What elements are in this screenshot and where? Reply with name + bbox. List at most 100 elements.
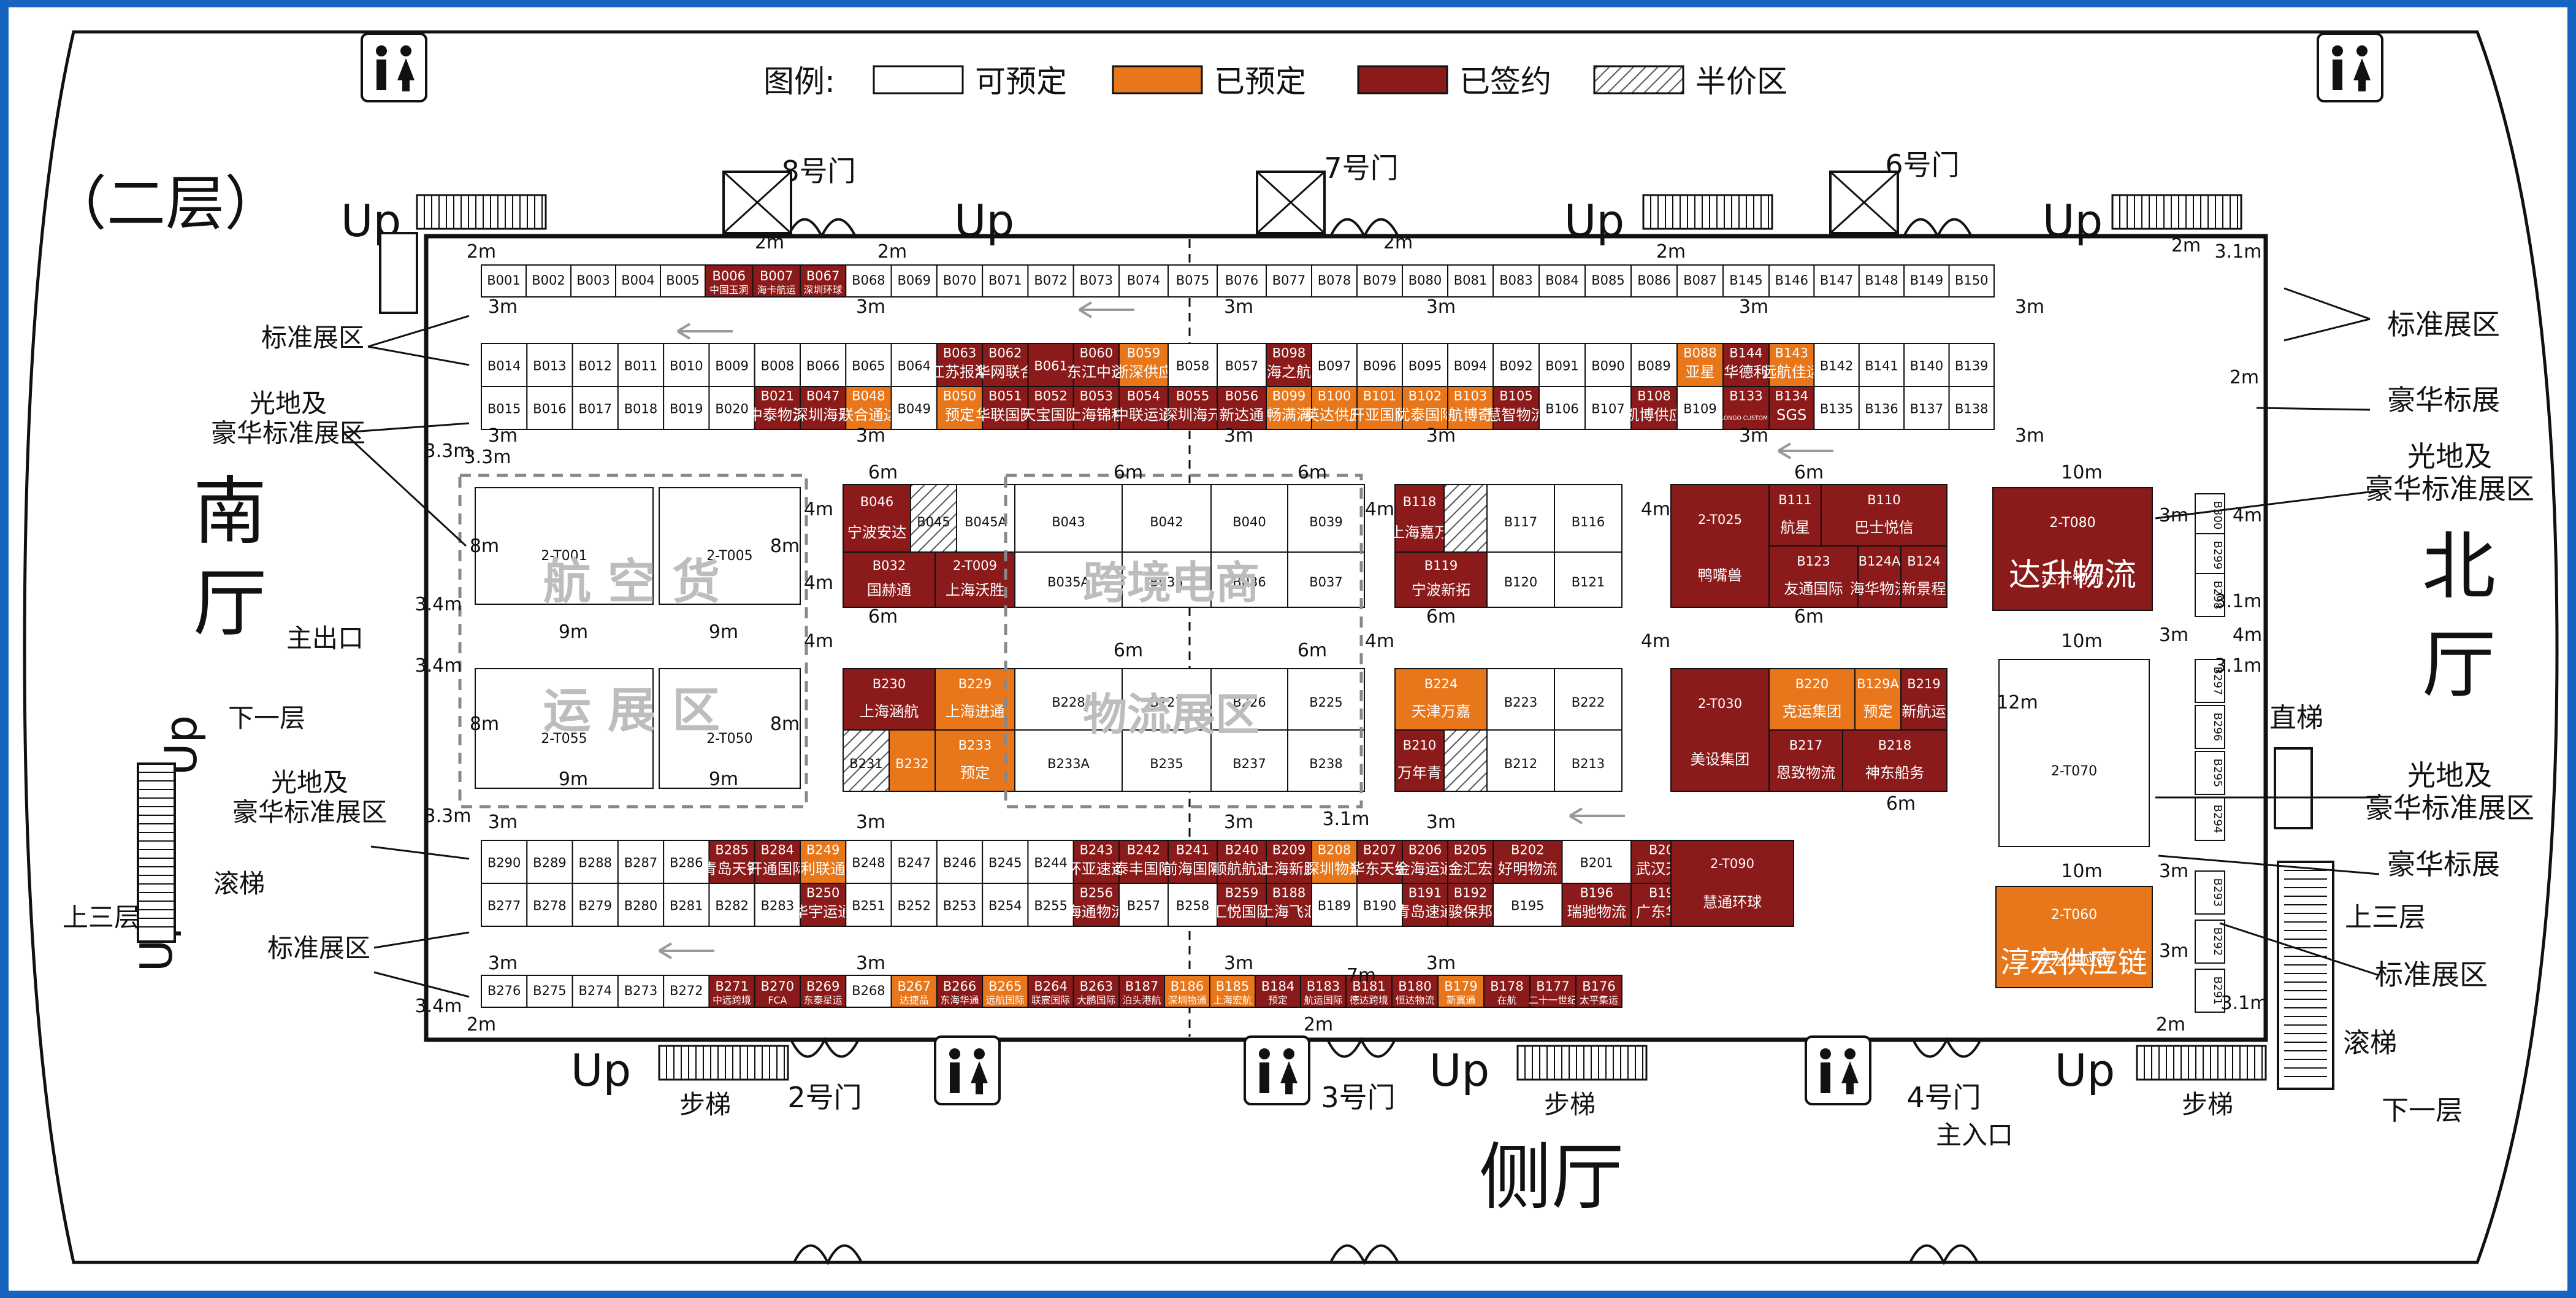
booth-id-B251: B251 (852, 898, 885, 913)
booth-id-B050: B050 (943, 388, 977, 403)
booth-B195 (1492, 883, 1563, 927)
booth-id-B269: B269 (806, 979, 840, 994)
booth-id-B232: B232 (895, 756, 929, 771)
booth-id-B070: B070 (943, 273, 977, 288)
dimension-62: 10m (2061, 462, 2102, 483)
booth-id-B252: B252 (897, 898, 931, 913)
booth-id-B061: B061 (1034, 358, 1068, 373)
booth-B110 (1821, 484, 1947, 547)
booth-B075 (1168, 264, 1218, 298)
restroom-icon-female-body-3 (1280, 1061, 1298, 1094)
booth-B148 (1858, 264, 1905, 298)
booth-id-B035: B035 (1150, 575, 1183, 589)
freight-lift-x-1 (1256, 171, 1326, 234)
booth-B276 (481, 975, 528, 1008)
booth-B085 (1584, 264, 1632, 298)
booth-B055 (1168, 386, 1218, 430)
booth-B210 (1394, 729, 1445, 792)
booth-id-B287: B287 (624, 855, 658, 870)
legend-swatch-available (873, 65, 964, 94)
booth-B013 (526, 343, 573, 387)
booth-name-2-T090: 慧通环球 (1703, 894, 1762, 911)
booth-name-B220: 克运集团 (1783, 703, 1842, 720)
booth-id-B176: B176 (1582, 979, 1616, 994)
booth-name-B185: 上海宏航 (1213, 994, 1252, 1006)
booth-B035 (1122, 551, 1212, 608)
dimension-75: 3.4m (415, 655, 462, 677)
booth-name-B179: 新翼通 (1447, 994, 1476, 1006)
booth-name-B209: 上海新胜 (1259, 861, 1319, 878)
booth-B078 (1311, 264, 1358, 298)
booth-id-B048: B048 (852, 388, 885, 403)
dimension-35: 4m (804, 572, 833, 594)
booth-B180 (1391, 975, 1439, 1008)
booth-id-B111: B111 (1778, 493, 1812, 507)
restroom-icon-male-head-0 (376, 45, 387, 56)
booth-id-B300: B300 (2211, 501, 2224, 530)
dimension-36: 4m (804, 631, 833, 652)
label-elevator: 直梯 (2269, 702, 2323, 734)
booth-id-B263: B263 (1080, 979, 1114, 994)
label-stairs-1: 步梯 (679, 1089, 731, 1119)
booth-name-B250: 华宇运通 (793, 904, 853, 921)
booth-id-B140: B140 (1910, 358, 1944, 373)
dimension-3: 2m (1383, 232, 1413, 253)
booth-B235 (1122, 729, 1212, 792)
restroom-icon-male-body-2 (950, 1062, 960, 1093)
label-deluxe-north-2: 豪华标展 (2387, 848, 2500, 881)
booth-id-B220: B220 (1795, 677, 1829, 691)
booth-id-B293: B293 (2211, 878, 2224, 907)
booth-id-2-T080: 2-T080 (2049, 515, 2095, 531)
booth-id-B201: B201 (1580, 855, 1614, 870)
booth-id-B145: B145 (1729, 273, 1763, 288)
booth-B202 (1492, 840, 1563, 884)
dimension-16: 3m (488, 425, 518, 447)
booth-id-B210: B210 (1403, 738, 1437, 753)
label-ground-deluxe-north-2-1: 豪华标准展区 (2365, 791, 2534, 824)
booth-2-T090 (1670, 840, 1794, 927)
booth-B119 (1394, 551, 1488, 608)
booth-id-2-T060: 2-T060 (2051, 907, 2097, 923)
label-escalator-south: 滚梯 (213, 869, 265, 899)
booth-id-B256: B256 (1080, 885, 1114, 900)
label-up-6: Up (2055, 1045, 2115, 1096)
booth-id-B124A: B124A (1859, 554, 1901, 569)
booth-B185 (1209, 975, 1256, 1008)
restroom-icon-male-body-1 (2333, 60, 2342, 90)
restroom-icon-female-head-2 (974, 1048, 985, 1059)
booth-name-B088: 亚星 (1685, 364, 1714, 381)
booth-B259 (1217, 883, 1267, 927)
booth-id-B253: B253 (943, 898, 977, 913)
booth-B229 (934, 668, 1015, 731)
booth-id-B039: B039 (1309, 515, 1343, 529)
booth-id-B274: B274 (578, 983, 612, 998)
booth-name-B110: 巴士悦信 (1854, 519, 1914, 536)
booth-id-B124: B124 (1907, 554, 1941, 569)
gate-door-north-2 (1903, 218, 1973, 239)
booth-name-B098: 海之航 (1267, 364, 1311, 381)
legend-swatch-halfprice (1593, 65, 1684, 94)
booth-id-B100: B100 (1318, 388, 1351, 403)
booth-id-B184: B184 (1261, 979, 1295, 994)
booth-B072 (1027, 264, 1074, 298)
booth-B083 (1492, 264, 1540, 298)
booth-id-B087: B087 (1683, 273, 1717, 288)
dimension-21: 3m (2015, 425, 2044, 447)
booth-id-B018: B018 (624, 401, 658, 416)
hall-north-1: 厅 (2422, 623, 2496, 708)
restroom-icon-female-head-3 (1283, 1048, 1294, 1059)
booth-name-B196: 瑞驰物流 (1567, 904, 1626, 921)
booth-name-B184: 预定 (1268, 994, 1288, 1006)
booth-id-B295: B295 (2211, 759, 2224, 788)
booth-name-B144: 华德利 (1724, 364, 1768, 381)
dimension-37: 4m (1365, 499, 1394, 520)
hall-south-1: 厅 (193, 561, 267, 647)
dimension-56: 8m (470, 713, 499, 735)
dimension-57: 8m (770, 713, 800, 735)
freight-lift-x-2 (1829, 171, 1899, 234)
booth-id-B136: B136 (1865, 401, 1898, 416)
booth-B269 (800, 975, 847, 1008)
zone-cross-border-line1: 跨境电商 (1083, 557, 1259, 609)
booth-B176 (1575, 975, 1622, 1008)
pointer-line-0 (367, 315, 470, 348)
